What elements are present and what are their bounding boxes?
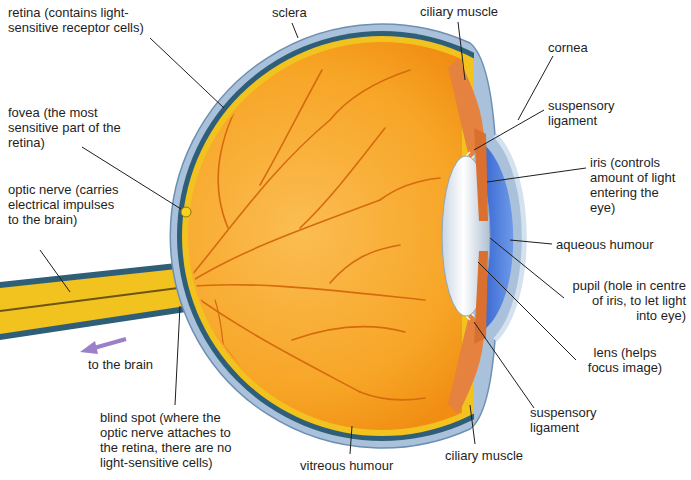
part-label: ciliary muscle bbox=[445, 448, 523, 463]
optic-nerve-sheath bbox=[0, 262, 186, 340]
leader-line bbox=[490, 238, 564, 298]
vessel bbox=[380, 178, 440, 200]
leader-line bbox=[470, 405, 475, 444]
vessel bbox=[360, 392, 425, 400]
arrow-head bbox=[80, 341, 98, 354]
vessel bbox=[330, 245, 400, 283]
part-label: to the brain bbox=[88, 357, 153, 372]
part-label: pupil (hole in centre of iris, to let li… bbox=[568, 278, 686, 323]
leader-line bbox=[458, 22, 465, 80]
iris bbox=[474, 128, 488, 221]
vessel bbox=[182, 200, 380, 287]
vessel bbox=[182, 287, 300, 422]
direction-arrow bbox=[94, 339, 126, 348]
leader-line bbox=[150, 38, 224, 108]
leader-line bbox=[40, 250, 70, 292]
part-label: fovea (the most sensitive part of the re… bbox=[8, 105, 130, 150]
leader-line bbox=[518, 56, 553, 120]
choroid bbox=[177, 31, 474, 441]
optic-nerve-core bbox=[0, 287, 186, 311]
part-label: sclera bbox=[272, 5, 307, 20]
part-label: blind spot (where the optic nerve attach… bbox=[100, 410, 250, 470]
part-label: lens (helps focus image) bbox=[585, 345, 665, 375]
vessel bbox=[260, 70, 322, 185]
leader-line bbox=[487, 168, 586, 182]
vitreous-humour bbox=[188, 42, 462, 430]
part-label: optic nerve (carries electrical impulses… bbox=[8, 182, 123, 227]
part-label: cornea bbox=[548, 40, 588, 55]
part-label: suspensory ligament bbox=[548, 98, 638, 128]
cornea bbox=[495, 135, 524, 340]
vessel bbox=[182, 285, 425, 300]
leader-line bbox=[510, 240, 552, 244]
vessel bbox=[330, 70, 410, 120]
vessel bbox=[292, 327, 405, 340]
part-label: iris (controls amount of light entering … bbox=[590, 155, 682, 215]
vessel bbox=[218, 100, 240, 228]
leader-line bbox=[474, 110, 544, 150]
blood-vessels bbox=[182, 70, 440, 436]
optic-nerve bbox=[0, 268, 186, 334]
retina bbox=[182, 36, 474, 436]
part-label: vitreous humour bbox=[300, 458, 393, 473]
part-label: ciliary muscle bbox=[420, 4, 498, 19]
part-label: aqueous humour bbox=[556, 237, 654, 252]
leader-line bbox=[292, 23, 298, 38]
leader-line bbox=[474, 322, 534, 408]
leader-line bbox=[175, 306, 180, 405]
fovea bbox=[181, 207, 191, 217]
part-label: retina (contains light-sensitive recepto… bbox=[8, 5, 158, 35]
part-label: suspensory ligament bbox=[530, 405, 610, 435]
vessel bbox=[182, 120, 330, 287]
leader-line bbox=[350, 426, 352, 454]
vessel bbox=[182, 287, 360, 392]
vessel bbox=[215, 300, 230, 390]
leader-line bbox=[478, 262, 576, 360]
leader-lines bbox=[40, 22, 586, 454]
vessel bbox=[250, 380, 305, 436]
vessel bbox=[300, 128, 385, 228]
